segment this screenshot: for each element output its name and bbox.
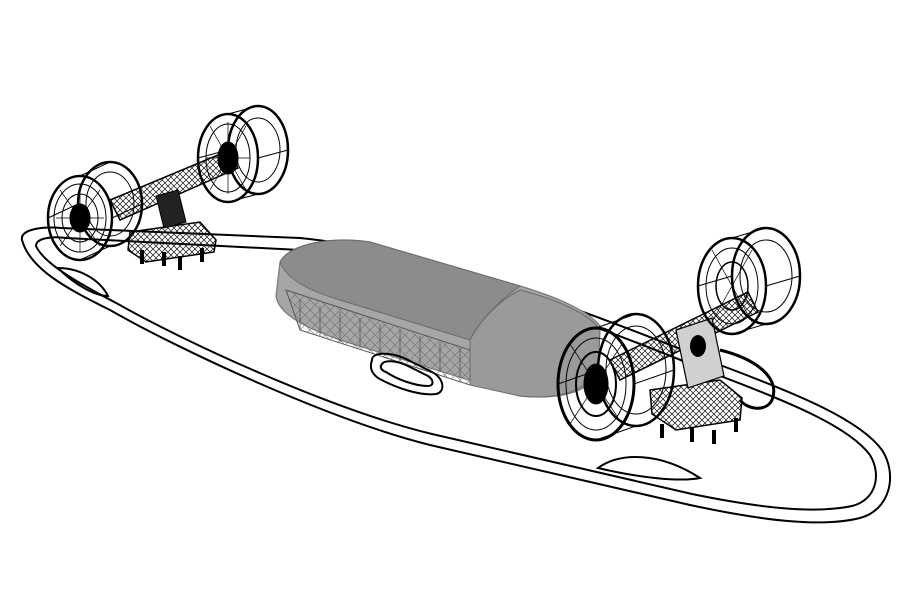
rear-truck-far-wheel (696, 226, 802, 336)
rear-truck-baseplate-bolts (660, 418, 738, 444)
deck-rear-kicktail (595, 456, 703, 481)
front-truck-far-wheel (196, 104, 290, 204)
rear-truck-baseplate (649, 379, 743, 431)
deck-front-kicktail (55, 266, 110, 298)
front-truck-baseplate-bolts (140, 248, 204, 270)
rear-truck (556, 226, 802, 444)
rear-truck-motor-hub (690, 335, 706, 357)
front-truck-baseplate (127, 221, 217, 263)
battery-enclosure-top (279, 239, 522, 341)
carry-handle-outer (369, 352, 444, 396)
rear-truck-near-wheel (556, 312, 676, 442)
carry-handle (369, 352, 444, 396)
rear-truck-motor-cable (719, 348, 776, 410)
front-truck-kingpin (155, 189, 187, 229)
carry-handle-inner (379, 360, 434, 388)
front-truck (46, 104, 290, 270)
battery-enclosure (275, 239, 601, 398)
front-truck-near-wheel (46, 160, 144, 262)
battery-enclosure-ribs (299, 300, 461, 378)
